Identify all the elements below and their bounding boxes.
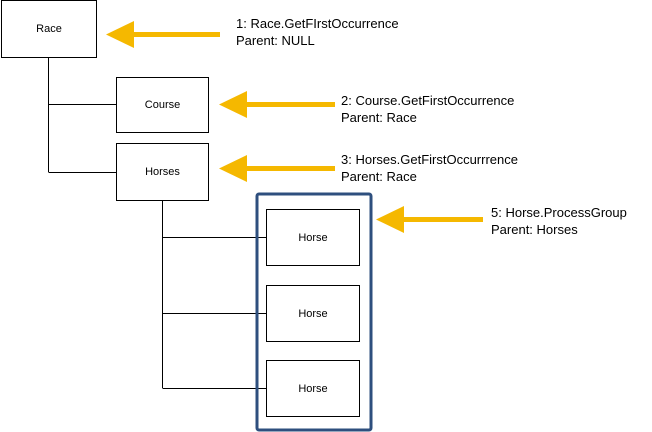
- annotation-race-parent: Parent: NULL: [236, 33, 315, 48]
- annotation-horses-parent: Parent: Race: [341, 169, 417, 184]
- annotation-course: 2: Course.GetFirstOccurrence Parent: Rac…: [341, 92, 514, 126]
- annotation-horse-group-call: 5: Horse.ProcessGroup: [491, 205, 627, 220]
- connectors: [48, 58, 266, 389]
- annotation-horses-call: 3: Horses.GetFirstOccurrrence: [341, 152, 518, 167]
- annotation-horse-group: 5: Horse.ProcessGroup Parent: Horses: [491, 204, 627, 238]
- arrow-race: [106, 21, 220, 48]
- annotation-course-parent: Parent: Race: [341, 110, 417, 125]
- node-horse-2-label: Horse: [298, 307, 328, 320]
- arrow-course: [219, 91, 335, 118]
- annotation-course-call: 2: Course.GetFirstOccurrence: [341, 93, 515, 108]
- node-horse-1: Horse: [266, 209, 360, 266]
- arrow-horse-group: [376, 206, 483, 233]
- node-horse-2: Horse: [266, 285, 360, 342]
- node-course: Course: [116, 77, 209, 133]
- annotation-horses: 3: Horses.GetFirstOccurrrence Parent: Ra…: [341, 151, 518, 185]
- node-horses-label: Horses: [145, 166, 180, 178]
- arrows: [106, 21, 483, 233]
- annotation-horse-group-parent: Parent: Horses: [491, 222, 578, 237]
- horse-group-frame: [255, 192, 373, 432]
- node-horse-3: Horse: [266, 360, 360, 417]
- annotation-race: 1: Race.GetFIrstOccurrence Parent: NULL: [236, 15, 399, 49]
- arrow-horses: [219, 155, 335, 182]
- node-horse-1-label: Horse: [298, 231, 328, 244]
- node-race: Race: [1, 0, 97, 58]
- node-horse-3-label: Horse: [298, 382, 328, 395]
- annotation-race-call: 1: Race.GetFIrstOccurrence: [236, 16, 399, 31]
- node-horses: Horses: [116, 143, 209, 201]
- node-race-label: Race: [36, 23, 62, 35]
- node-course-label: Course: [144, 99, 181, 111]
